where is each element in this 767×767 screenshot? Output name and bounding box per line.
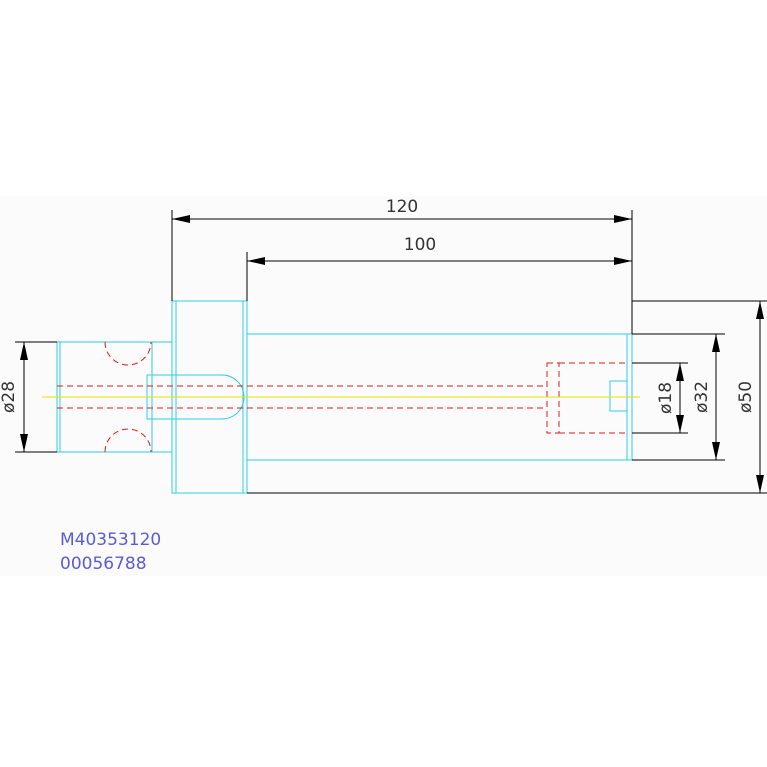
dimension-dia-18: ø18: [632, 362, 688, 434]
hidden-features: [57, 341, 627, 453]
dim-label-100: 100: [404, 235, 436, 255]
cross-hole-bottom: [104, 428, 152, 453]
drawing-panel: [0, 196, 767, 576]
key-slot: [146, 374, 245, 420]
counterbore: [546, 362, 560, 434]
dimension-dia-32: ø32: [632, 333, 725, 461]
dimension-dia-50: ø50: [247, 300, 767, 494]
dimension-100: 100: [246, 235, 632, 301]
dim-label-dia-18: ø18: [656, 382, 676, 414]
dimension-120: 120: [171, 197, 633, 334]
dim-label-dia-28: ø28: [0, 381, 19, 413]
dim-label-dia-32: ø32: [692, 381, 712, 413]
part-number: M40353120: [60, 530, 161, 550]
serial-number: 00056788: [60, 554, 147, 574]
dim-label-120: 120: [386, 197, 418, 217]
dimension-dia-28: ø28: [0, 341, 57, 453]
dim-label-dia-50: ø50: [736, 381, 756, 413]
cross-hole-top: [104, 341, 152, 366]
end-notch: [609, 380, 628, 412]
